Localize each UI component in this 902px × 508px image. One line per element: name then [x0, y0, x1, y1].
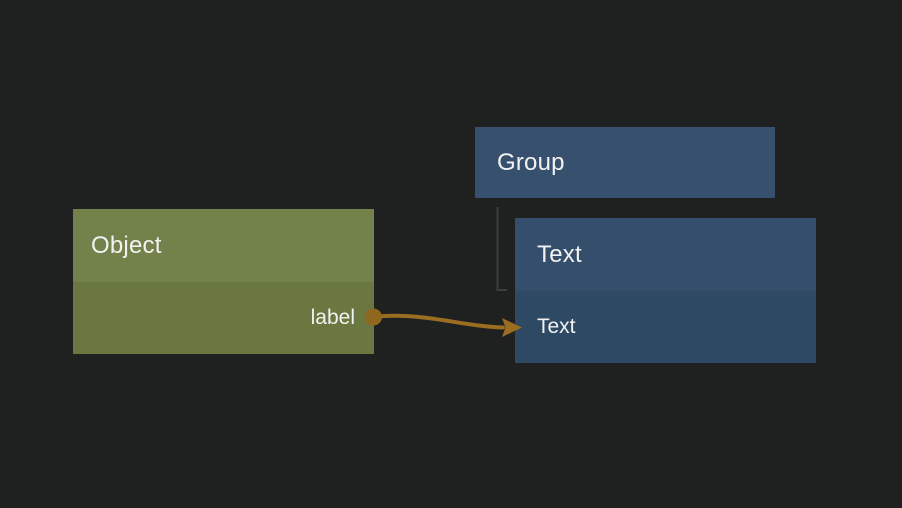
- node-object-body: label: [73, 282, 374, 354]
- node-object[interactable]: Object label: [73, 209, 374, 354]
- group-child-connector-line: [496, 207, 507, 291]
- node-group[interactable]: Group: [475, 127, 775, 198]
- node-object-header[interactable]: Object: [73, 209, 374, 282]
- text-input-row[interactable]: Text: [515, 291, 816, 363]
- edge-wire[interactable]: [376, 313, 505, 330]
- node-text-body: Text: [515, 291, 816, 363]
- node-text[interactable]: Text Text: [515, 218, 816, 363]
- node-group-header[interactable]: Group: [475, 127, 775, 198]
- node-text-title: Text: [537, 240, 582, 268]
- text-row-label: Text: [537, 315, 576, 338]
- node-group-title: Group: [497, 148, 565, 176]
- node-text-header[interactable]: Text: [515, 218, 816, 291]
- object-output-row[interactable]: label: [73, 282, 374, 354]
- output-port-label: label: [310, 306, 355, 329]
- node-object-title: Object: [91, 231, 162, 259]
